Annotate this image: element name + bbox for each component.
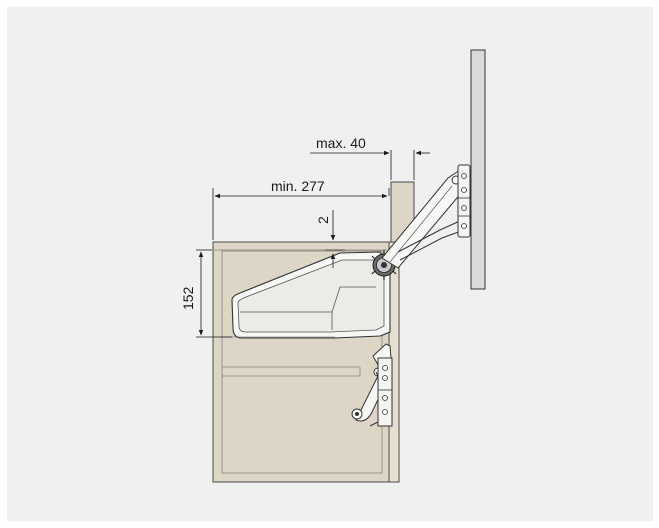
dimension-height: 152 bbox=[180, 249, 232, 338]
open-door-panel bbox=[470, 49, 486, 290]
upper-hinge-plate bbox=[457, 164, 471, 238]
dimension-gap: 2 bbox=[315, 210, 345, 268]
lower-hinge-plate bbox=[377, 357, 393, 427]
upper-linkage-arm bbox=[381, 169, 468, 269]
gap-label: 2 bbox=[315, 216, 331, 224]
dimension-min-depth: min. 277 bbox=[212, 178, 390, 240]
lift-mechanism-housing bbox=[220, 251, 391, 339]
min-depth-label: min. 277 bbox=[271, 178, 325, 194]
dimension-max-opening: max. 40 bbox=[310, 135, 430, 180]
max-opening-label: max. 40 bbox=[316, 135, 366, 151]
height-label: 152 bbox=[180, 286, 196, 310]
